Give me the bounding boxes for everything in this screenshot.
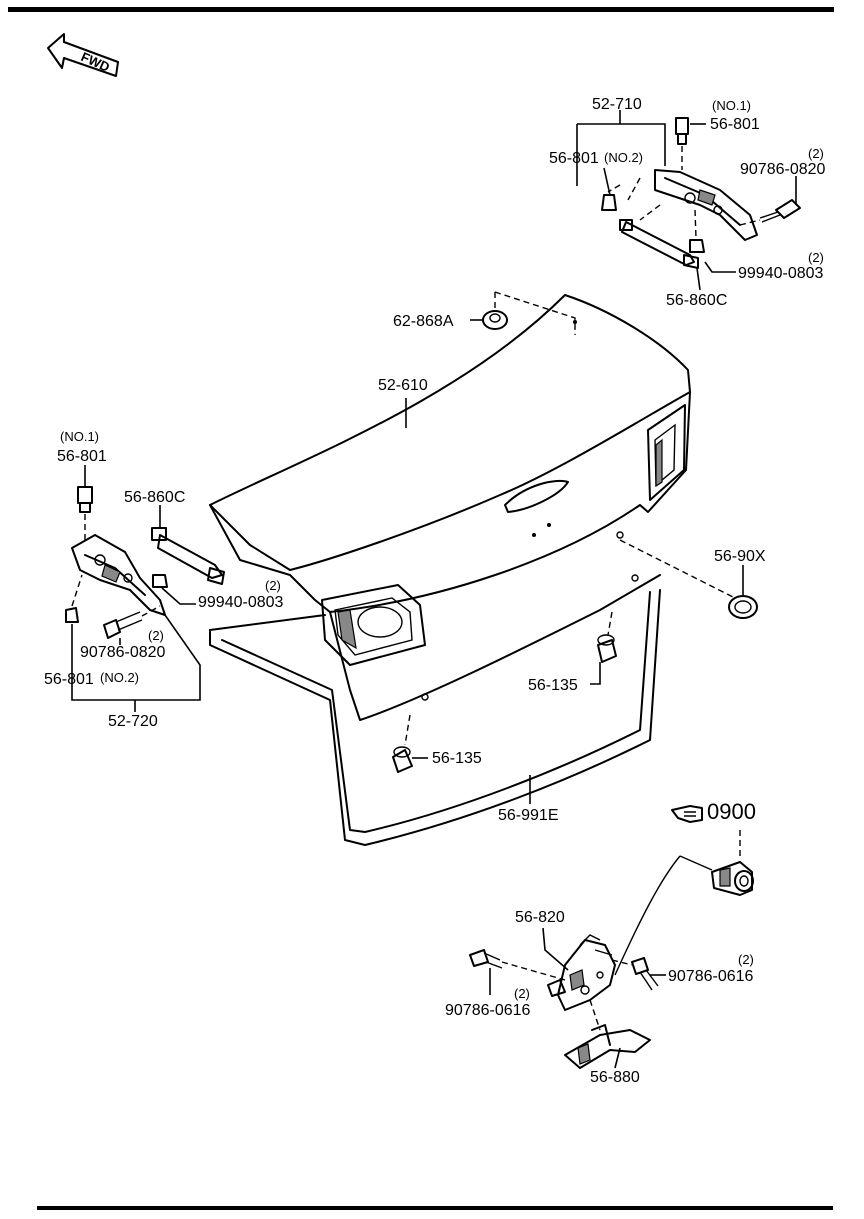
- part-56-135-bottom: [392, 714, 413, 773]
- label-qty-90786-0820-top-right: (2): [808, 146, 824, 161]
- label-52-610: 52-610: [378, 377, 428, 394]
- label-90786-0820-left: 90786-0820: [80, 644, 166, 661]
- hinge-assembly-right: [601, 117, 801, 269]
- label-90786-0616-left: 90786-0616: [445, 1002, 531, 1019]
- label-qty-90786-0616-right: (2): [738, 952, 754, 967]
- label-56-90x: 56-90X: [714, 548, 766, 565]
- label-56-860c-top-right: 56-860C: [666, 292, 727, 309]
- label-56-801-no1-top-right: 56-801: [710, 116, 760, 133]
- label-no2-left: (NO.2): [100, 670, 139, 685]
- trunk-striker: [564, 999, 651, 1069]
- fwd-label: FWD: [79, 49, 112, 75]
- label-52-720: 52-720: [108, 713, 158, 730]
- pointing-hand-icon: [671, 805, 703, 823]
- label-56-801-no2-top-right: 56-801: [549, 150, 599, 167]
- label-no1-top-right: (NO.1): [712, 98, 751, 113]
- label-62-868a: 62-868A: [393, 313, 454, 330]
- label-no1-left: (NO.1): [60, 429, 99, 444]
- label-56-991e: 56-991E: [498, 807, 559, 824]
- fwd-arrow-icon: FWD: [47, 33, 119, 77]
- trunk-lid: [209, 294, 691, 846]
- label-qty-90786-0616-left: (2): [514, 986, 530, 1001]
- label-99940-0803-left: 99940-0803: [198, 594, 284, 611]
- label-ref-0900: 0900: [707, 799, 756, 824]
- top-rule: [8, 7, 834, 12]
- label-56-880: 56-880: [590, 1069, 640, 1086]
- label-90786-0820-top-right: 90786-0820: [740, 161, 826, 178]
- trunk-latch: [469, 934, 659, 1011]
- label-qty-99940-0803-top-right: (2): [808, 250, 824, 265]
- label-no2-top-right: (NO.2): [604, 150, 643, 165]
- label-99940-0803-top-right: 99940-0803: [738, 265, 824, 282]
- label-52-710: 52-710: [592, 96, 642, 113]
- part-56-90x: [619, 539, 758, 619]
- label-90786-0616-right: 90786-0616: [668, 968, 754, 985]
- label-56-135-bottom: 56-135: [432, 750, 482, 767]
- bottom-rule: [37, 1206, 833, 1210]
- label-56-820: 56-820: [515, 909, 565, 926]
- part-56-135-right: [597, 611, 617, 663]
- label-56-135-right: 56-135: [528, 677, 578, 694]
- label-56-801-no2-left: 56-801: [44, 671, 94, 688]
- label-qty-90786-0820-left: (2): [148, 628, 164, 643]
- label-56-860c-left: 56-860C: [124, 489, 185, 506]
- label-qty-99940-0803-left: (2): [265, 578, 281, 593]
- hinge-assembly-left: [65, 486, 225, 639]
- key-cylinder: [614, 830, 754, 976]
- label-56-801-no1-left: 56-801: [57, 448, 107, 465]
